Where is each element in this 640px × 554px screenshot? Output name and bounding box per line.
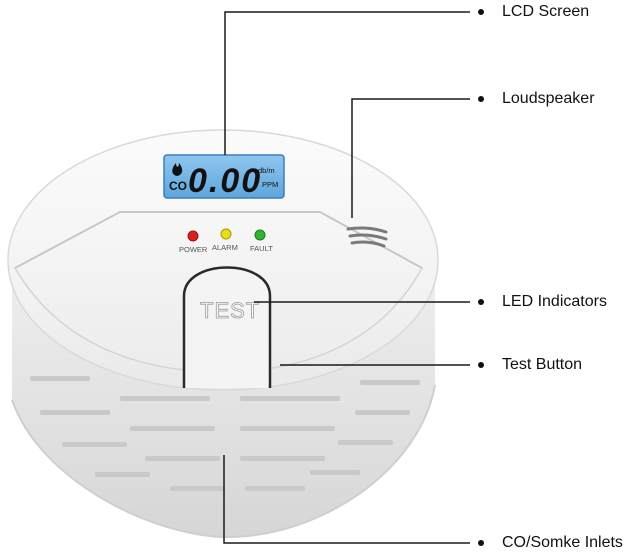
callout-led-indicators: LED Indicators xyxy=(478,291,607,313)
alarm-led-label: ALARM xyxy=(212,243,238,252)
callout-label: Test Button xyxy=(502,354,582,376)
callout-label: Loudspeaker xyxy=(502,88,595,110)
callout-label: LED Indicators xyxy=(502,291,607,313)
callout-test-button: Test Button xyxy=(478,354,582,376)
callout-loudspeaker: Loudspeaker xyxy=(478,88,595,110)
test-button[interactable]: TEST xyxy=(184,268,270,389)
callout-label: CO/Somke Inlets xyxy=(502,532,623,554)
lcd-co-label: CO xyxy=(169,179,187,193)
lcd-reading: 0.00 xyxy=(188,162,262,200)
lcd-unit-bottom: PPM xyxy=(262,180,278,189)
test-button-label: TEST xyxy=(200,298,260,323)
callout-lcd-screen: LCD Screen xyxy=(478,1,589,23)
bullet-icon xyxy=(478,362,484,368)
bullet-icon xyxy=(478,299,484,305)
fault-led xyxy=(255,230,265,240)
fault-led-label: FAULT xyxy=(250,244,273,253)
lcd-unit-top: db/m xyxy=(258,166,275,175)
power-led-label: POWER xyxy=(179,245,208,254)
bullet-icon xyxy=(478,9,484,15)
bullet-icon xyxy=(478,96,484,102)
bullet-icon xyxy=(478,540,484,546)
power-led xyxy=(188,231,198,241)
alarm-led xyxy=(221,229,231,239)
callout-label: LCD Screen xyxy=(502,1,589,23)
callout-inlets: CO/Somke Inlets xyxy=(478,532,623,554)
